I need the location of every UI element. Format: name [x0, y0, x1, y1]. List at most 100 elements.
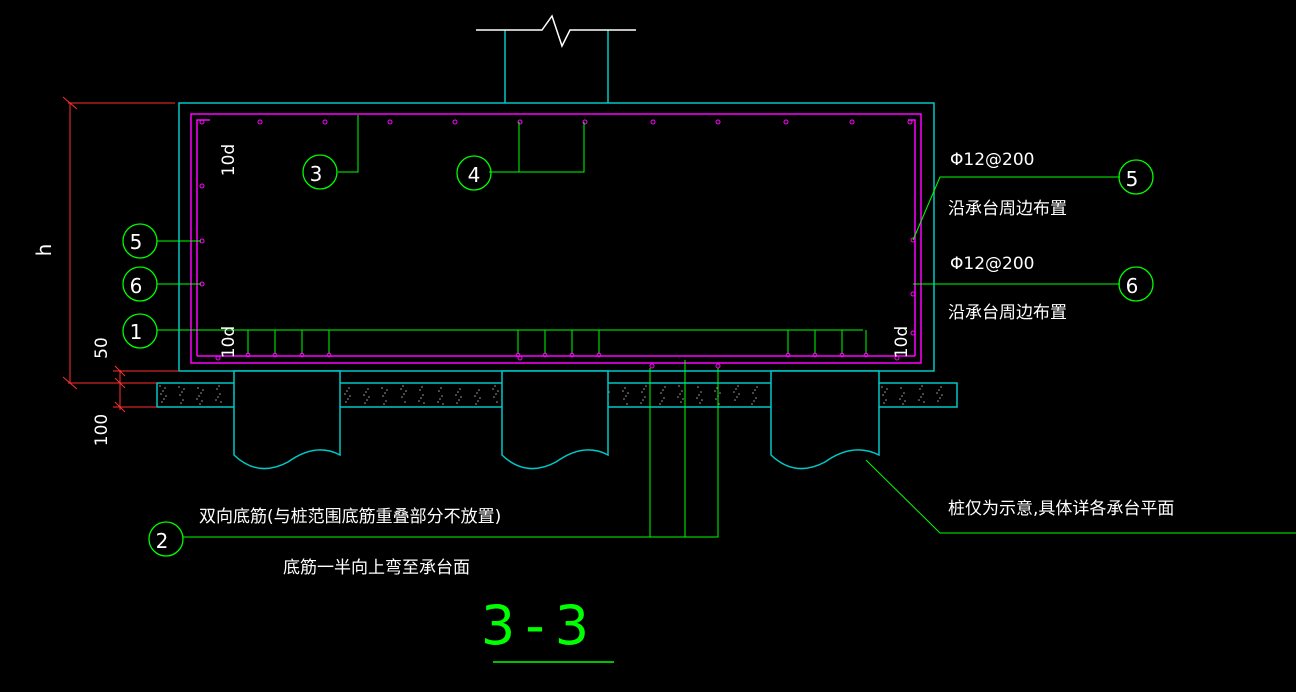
marker-circle-5-left	[122, 223, 158, 259]
marker-circle-2	[148, 521, 184, 557]
bottom-rebar-dot	[245, 352, 251, 358]
cushion-dot	[900, 387, 902, 389]
cushion-dot	[403, 393, 405, 395]
cushion-dot	[626, 403, 628, 405]
cushion-dot	[751, 403, 753, 405]
cushion-dot	[182, 399, 184, 401]
cushion-dot	[181, 391, 183, 393]
cushion-dot	[882, 394, 884, 396]
cushion-dot	[920, 396, 922, 398]
rebar-dot	[907, 119, 913, 125]
cushion-dot	[183, 388, 185, 390]
marker-1: 1	[130, 320, 143, 344]
rebar-dot	[910, 330, 916, 336]
cushion-dot	[386, 389, 388, 391]
cushion-dot	[385, 400, 387, 402]
marker-circle-6-right	[1118, 266, 1154, 302]
anchor-label-top-left: 10d	[219, 144, 239, 176]
cushion-dot	[938, 389, 940, 391]
cushion-dot	[178, 386, 180, 388]
rebar-dot	[650, 119, 656, 125]
cushion-dot	[642, 399, 644, 401]
cushion-dot	[680, 401, 682, 403]
cushion-dot	[937, 400, 939, 402]
cushion-dot	[714, 390, 716, 392]
marker-6-left: 6	[130, 274, 143, 298]
cushion-dot	[737, 385, 739, 387]
cushion-dot	[383, 403, 385, 405]
cushion-dot	[718, 403, 720, 405]
cushion-dot	[736, 396, 738, 398]
cushion-dot	[479, 397, 481, 399]
cushion-dot	[735, 388, 737, 390]
rebar6-spec: Φ12@200	[950, 254, 1034, 274]
cushion-dot	[367, 388, 369, 390]
cushion-dot	[459, 388, 461, 390]
cushion-dot	[202, 389, 204, 391]
rebar5-desc: 沿承台周边布置	[948, 199, 1067, 219]
cushion-dot	[624, 387, 626, 389]
rebar-dot	[715, 119, 721, 125]
rebar-dot	[582, 119, 588, 125]
cushion-dot	[345, 401, 347, 403]
rebar-dot	[199, 183, 205, 189]
cushion-dot	[419, 389, 421, 391]
rebar-dot	[649, 363, 655, 369]
cushion-dot	[493, 396, 495, 398]
break-line	[476, 14, 636, 48]
cushion-dot	[902, 403, 904, 405]
cushion-dot	[678, 385, 680, 387]
marker-circle-5-right	[1118, 159, 1154, 195]
cushion-dot	[697, 386, 699, 388]
cushion-dot	[682, 398, 684, 400]
bottom-rebar-dot	[542, 352, 548, 358]
bottom-rebar-dot	[299, 352, 305, 358]
cushion-dot	[384, 392, 386, 394]
marker-5-left: 5	[130, 230, 143, 254]
marker-circles	[122, 154, 1154, 557]
cushion-dot	[883, 402, 885, 404]
rebar-dot	[715, 363, 721, 369]
cushion-dot	[921, 385, 923, 387]
cushion-dot	[198, 395, 200, 397]
marker-circle-6-left	[122, 266, 158, 302]
cushion-dot	[662, 389, 664, 391]
cushion-dot	[716, 387, 718, 389]
cushion-dot	[738, 393, 740, 395]
cushion-dot	[460, 396, 462, 398]
rebar-cage	[190, 113, 922, 364]
bottom-rebar-dot	[863, 352, 869, 358]
rebar-dot	[849, 119, 855, 125]
rebar-dot	[910, 291, 916, 297]
cushion-dot	[923, 401, 925, 403]
marker-4: 4	[468, 163, 481, 187]
cushion-dot	[494, 385, 496, 387]
cushion-dot	[382, 395, 384, 397]
cushion-dot	[903, 392, 905, 394]
rebar-dots	[199, 119, 916, 369]
cushion-dot	[197, 387, 199, 389]
cushion-dot	[755, 397, 757, 399]
cushion-dot	[640, 402, 642, 404]
cushion-dot	[364, 402, 366, 404]
pile-right	[770, 370, 880, 470]
cushion-dot	[622, 390, 624, 392]
cushion-dot	[164, 387, 166, 389]
pile-left	[233, 370, 341, 470]
bottom-rebar-note-1: 双向底筋(与桩范围底筋重叠部分不放置)	[199, 507, 501, 527]
bottom-rebar-ticks	[245, 330, 869, 358]
rebar-dot	[910, 237, 916, 243]
cushion-dot	[348, 387, 350, 389]
cushion-dot	[349, 395, 351, 397]
cushion-dot	[700, 391, 702, 393]
rebar-dot	[452, 119, 458, 125]
marker-circle-4	[456, 155, 492, 191]
marker-circle-3	[302, 154, 338, 190]
cushion-dot	[904, 400, 906, 402]
cushion-dot	[664, 386, 666, 388]
bottom-rebar-dot	[569, 352, 575, 358]
cushion-dot	[404, 401, 406, 403]
marker-circle-1	[122, 313, 158, 349]
cushion-dot	[497, 390, 499, 392]
cushion-dot	[368, 396, 370, 398]
